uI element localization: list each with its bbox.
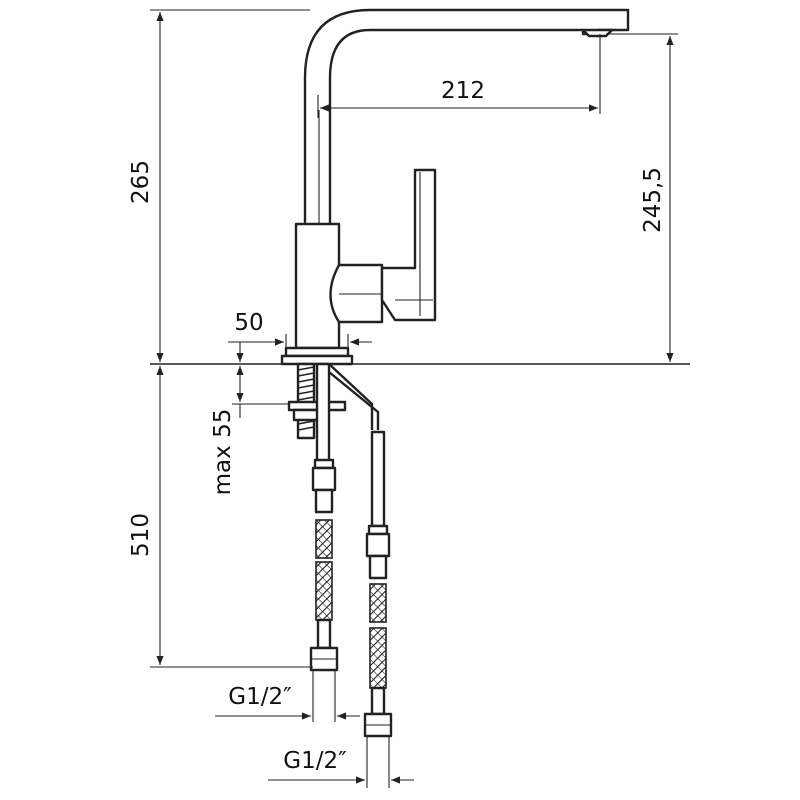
dim-base-diameter: 50	[228, 310, 372, 348]
dim-connection-right-label: G1/2″	[283, 748, 347, 774]
dim-spout-reach: 212	[317, 34, 601, 118]
dim-hose-length-label: 510	[128, 513, 154, 557]
faucet-body	[280, 8, 630, 366]
dim-spout-height-label: 245,5	[640, 167, 666, 233]
dim-hose-length: 510	[128, 366, 313, 668]
dim-deck-thickness-label: max 55	[210, 409, 236, 496]
dim-base-diameter-label: 50	[234, 310, 263, 336]
spout	[303, 8, 630, 228]
lever-handle	[380, 168, 437, 322]
dim-total-height: 265	[128, 9, 310, 362]
aerator	[581, 28, 614, 38]
hose-right	[328, 363, 393, 738]
dim-total-height-label: 265	[128, 160, 154, 204]
dim-connection-right: G1/2″	[268, 736, 414, 788]
dim-deck-thickness: max 55	[210, 342, 290, 495]
dim-spout-reach-label: 212	[441, 78, 485, 104]
fixing-nut	[292, 408, 320, 422]
dim-connection-left-label: G1/2″	[228, 684, 292, 710]
dim-connection-left: G1/2″	[215, 670, 360, 722]
hose-left	[309, 362, 339, 672]
dim-spout-height: 245,5	[606, 33, 678, 362]
